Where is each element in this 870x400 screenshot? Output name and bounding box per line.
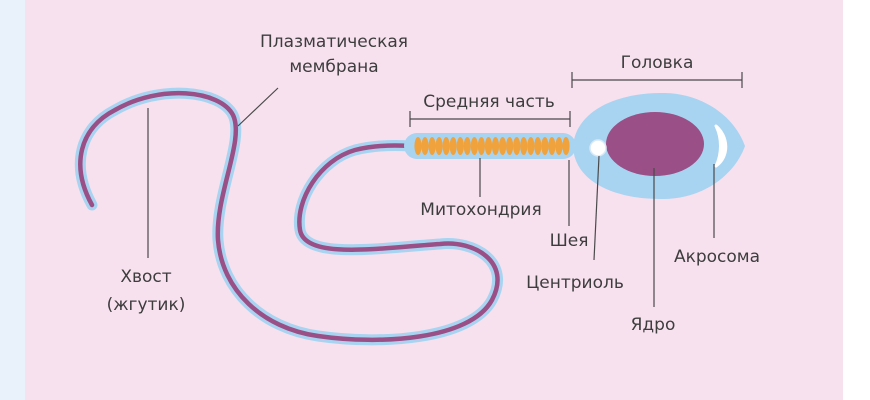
mitochondrion	[513, 137, 521, 155]
membrane-label-line1: Плазматическая	[260, 32, 408, 52]
mitochondrion	[499, 137, 507, 155]
membrane-label-line2: мембрана	[289, 57, 378, 77]
mitochondrion	[506, 137, 514, 155]
midpiece	[404, 133, 576, 159]
mitochondrion	[414, 137, 422, 155]
mitochondrion	[548, 137, 556, 155]
tail-label-line1: Хвост	[120, 267, 171, 287]
mitochondrion	[428, 137, 436, 155]
nucleus-label: Ядро	[631, 315, 676, 335]
left-strip	[0, 0, 25, 400]
mitochondria-chain	[414, 137, 570, 155]
mitochondrion	[442, 137, 450, 155]
tail-label-line2: (жгутик)	[107, 295, 186, 315]
midpiece-bracket	[409, 111, 571, 127]
mitochondrion	[491, 137, 500, 155]
mitochondrion	[527, 137, 535, 155]
mitochondrion	[534, 137, 542, 155]
centriole-label: Центриоль	[526, 273, 624, 293]
nucleus	[606, 112, 704, 176]
head-label: Головка	[621, 53, 694, 73]
mitochondrion	[463, 137, 471, 155]
mitochondrion	[449, 137, 457, 155]
acrosome	[714, 124, 728, 168]
membrane-leader	[237, 87, 279, 127]
mitochondrion	[456, 137, 464, 155]
mitochondrion	[470, 137, 478, 155]
mitochondrion	[562, 137, 570, 155]
centriole	[589, 139, 607, 157]
mitochondrion	[477, 137, 485, 155]
acrosome-label: Акросома	[674, 247, 760, 267]
neck-label: Шея	[550, 231, 589, 251]
mitochondrion	[421, 137, 429, 155]
mitochondria-label: Митохондрия	[420, 200, 541, 220]
tail-axoneme	[78, 90, 500, 343]
mitochondrion	[555, 137, 563, 155]
mitochondrion	[520, 137, 528, 155]
midpiece-label: Средняя часть	[423, 92, 555, 112]
mitochondrion	[435, 137, 443, 155]
mitochondrion	[541, 137, 549, 155]
centriole-leader	[593, 155, 600, 261]
mitochondrion	[484, 137, 493, 155]
head-bracket	[571, 72, 743, 88]
tail-flagellum	[74, 87, 503, 346]
